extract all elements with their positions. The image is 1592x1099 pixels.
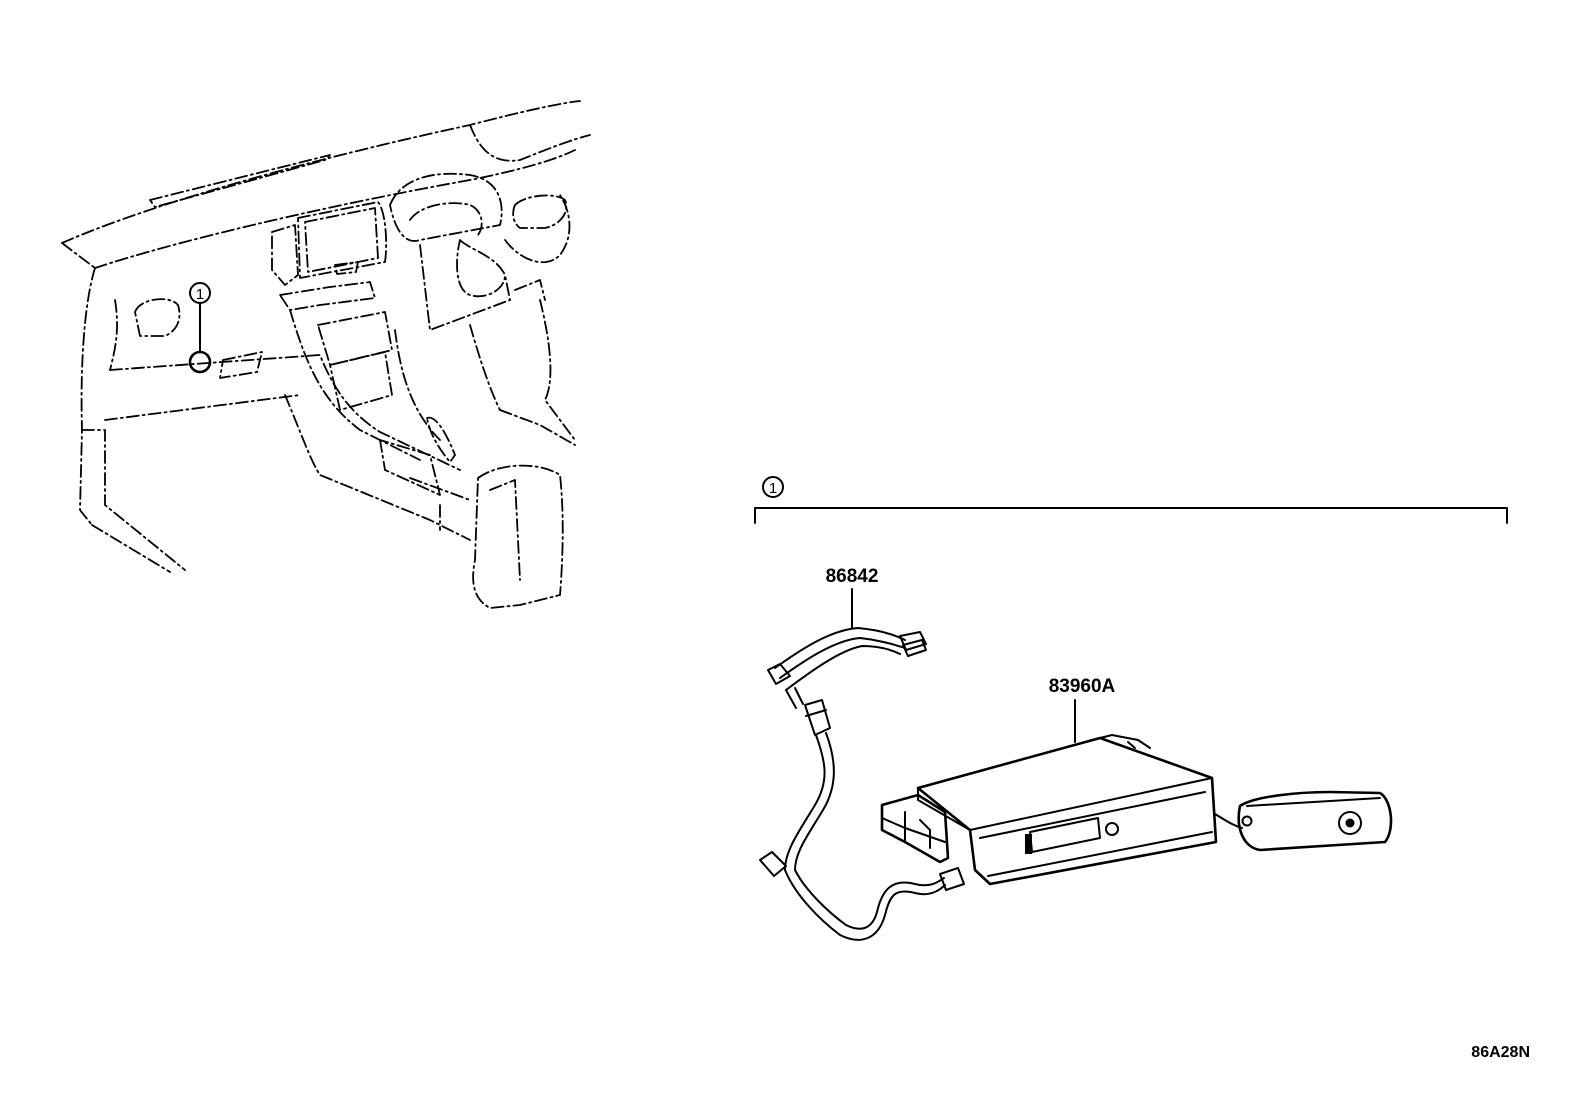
callout-marker-dashboard: 1 xyxy=(188,282,212,374)
group-bracket: 1 xyxy=(754,476,1508,524)
dashboard-illustration xyxy=(61,100,591,609)
group-callout-number: 1 xyxy=(769,480,777,497)
control-module-83960A: 83960A xyxy=(880,676,1393,886)
callout-number: 1 xyxy=(196,286,204,303)
location-marker xyxy=(188,350,212,374)
wire-harness-86842: 86842 xyxy=(759,566,965,941)
part-number-83960A: 83960A xyxy=(1049,676,1116,697)
part-number-86842: 86842 xyxy=(826,566,879,587)
diagram-code: 86A28N xyxy=(1471,1044,1530,1061)
